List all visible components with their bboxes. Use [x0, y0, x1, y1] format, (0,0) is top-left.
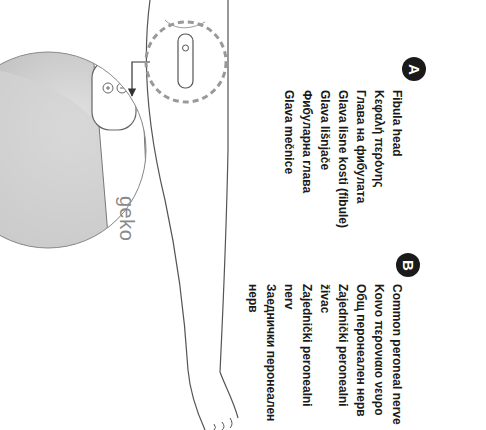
part-label: Glava mečnice: [280, 90, 298, 240]
leg-outline: [220, 0, 238, 418]
label-column: geko: [108, 196, 138, 256]
section-letter: A: [402, 57, 426, 81]
part-label: Фибуларна глава: [298, 90, 316, 240]
badge-circle: [402, 57, 426, 81]
part-label: Common peroneal nerve: [388, 284, 406, 428]
brand-logo: geko: [115, 196, 138, 256]
part-label: Глава на фибулата: [352, 90, 370, 240]
section-badge: B: [396, 253, 420, 277]
part-label: Κεφαλή περόνης: [370, 90, 388, 240]
section-letter: B: [396, 253, 420, 277]
part-label: Zajednički peronealni nerv: [280, 284, 316, 428]
part-label: Glava lisne kosti (fibule): [334, 90, 352, 240]
label-column: Common peroneal nerveΚοινο περονιαιο νευ…: [226, 284, 406, 428]
highlight-circle: [146, 22, 226, 102]
leg-outline: [146, 0, 205, 430]
part-label: Zajednički peronealni živac: [316, 284, 352, 428]
badge-circle: [396, 253, 420, 277]
zoom-view: [0, 40, 160, 260]
part-label: Заеднички перонеален нерв: [244, 284, 280, 428]
geko-device: [178, 34, 193, 88]
part-label: Fibula head: [388, 90, 406, 240]
label-column: Fibula headΚεφαλή περόνηςГлава на фибула…: [226, 90, 406, 240]
part-label: Κοινο περονιαιο νευρο: [370, 284, 388, 428]
section-badge: A: [402, 57, 426, 81]
toes: [214, 418, 232, 430]
part-label: Glava lišnjače: [316, 90, 334, 240]
part-label: Общ перонеален нерв: [352, 284, 370, 428]
device-button: [183, 45, 189, 51]
